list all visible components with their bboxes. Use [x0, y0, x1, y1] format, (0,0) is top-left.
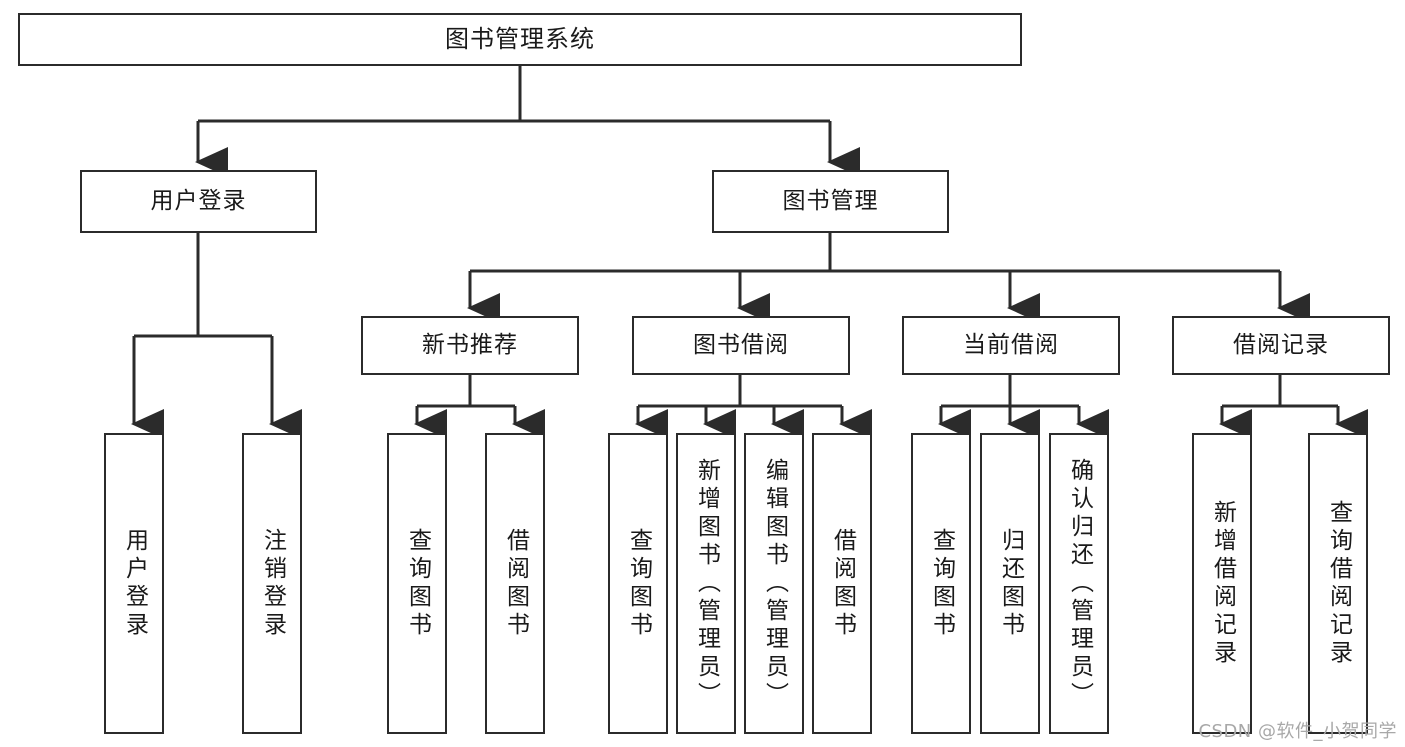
node-book-management-label: 图书管理	[782, 187, 879, 214]
csdn-watermark: CSDN @软件_小贺同学	[1198, 721, 1397, 742]
leaf-edit-book-label: 编辑图书（管理员）	[761, 457, 788, 710]
leaf-add-book[interactable]: 新增图书（管理员）	[676, 433, 736, 734]
leaf-query-book-1[interactable]: 查询图书	[387, 433, 447, 734]
node-current-borrow[interactable]: 当前借阅	[902, 316, 1120, 375]
leaf-borrow-book-2[interactable]: 借阅图书	[812, 433, 872, 734]
leaf-confirm-return-label: 确认归还（管理员）	[1066, 457, 1093, 710]
node-root[interactable]: 图书管理系统	[18, 13, 1022, 66]
leaf-edit-book[interactable]: 编辑图书（管理员）	[744, 433, 804, 734]
leaf-query-record[interactable]: 查询借阅记录	[1308, 433, 1368, 734]
leaf-user-login-label: 用户登录	[121, 527, 148, 640]
node-user-login-label: 用户登录	[150, 187, 247, 214]
leaf-user-logout-label: 注销登录	[259, 527, 286, 640]
node-new-book-recommend-label: 新书推荐	[422, 331, 518, 358]
leaf-query-book-3-label: 查询图书	[928, 527, 955, 640]
leaf-query-book-3[interactable]: 查询图书	[911, 433, 971, 734]
leaf-add-record[interactable]: 新增借阅记录	[1192, 433, 1252, 734]
leaf-borrow-book-1-label: 借阅图书	[502, 527, 529, 640]
node-root-label: 图书管理系统	[445, 25, 595, 54]
node-book-borrow-label: 图书借阅	[693, 331, 789, 358]
node-current-borrow-label: 当前借阅	[963, 331, 1059, 358]
node-new-book-recommend[interactable]: 新书推荐	[361, 316, 579, 375]
leaf-query-book-2[interactable]: 查询图书	[608, 433, 668, 734]
leaf-query-book-2-label: 查询图书	[625, 527, 652, 640]
leaf-query-record-label: 查询借阅记录	[1325, 499, 1352, 668]
leaf-add-record-label: 新增借阅记录	[1209, 499, 1236, 668]
leaf-borrow-book-2-label: 借阅图书	[829, 527, 856, 640]
node-book-borrow[interactable]: 图书借阅	[632, 316, 850, 375]
node-book-management[interactable]: 图书管理	[712, 170, 949, 233]
leaf-return-book[interactable]: 归还图书	[980, 433, 1040, 734]
node-borrow-record[interactable]: 借阅记录	[1172, 316, 1390, 375]
leaf-user-logout[interactable]: 注销登录	[242, 433, 302, 734]
leaf-user-login[interactable]: 用户登录	[104, 433, 164, 734]
leaf-confirm-return[interactable]: 确认归还（管理员）	[1049, 433, 1109, 734]
leaf-return-book-label: 归还图书	[997, 527, 1024, 640]
node-borrow-record-label: 借阅记录	[1233, 331, 1329, 358]
leaf-add-book-label: 新增图书（管理员）	[693, 457, 720, 710]
leaf-query-book-1-label: 查询图书	[404, 527, 431, 640]
leaf-borrow-book-1[interactable]: 借阅图书	[485, 433, 545, 734]
node-user-login[interactable]: 用户登录	[80, 170, 317, 233]
